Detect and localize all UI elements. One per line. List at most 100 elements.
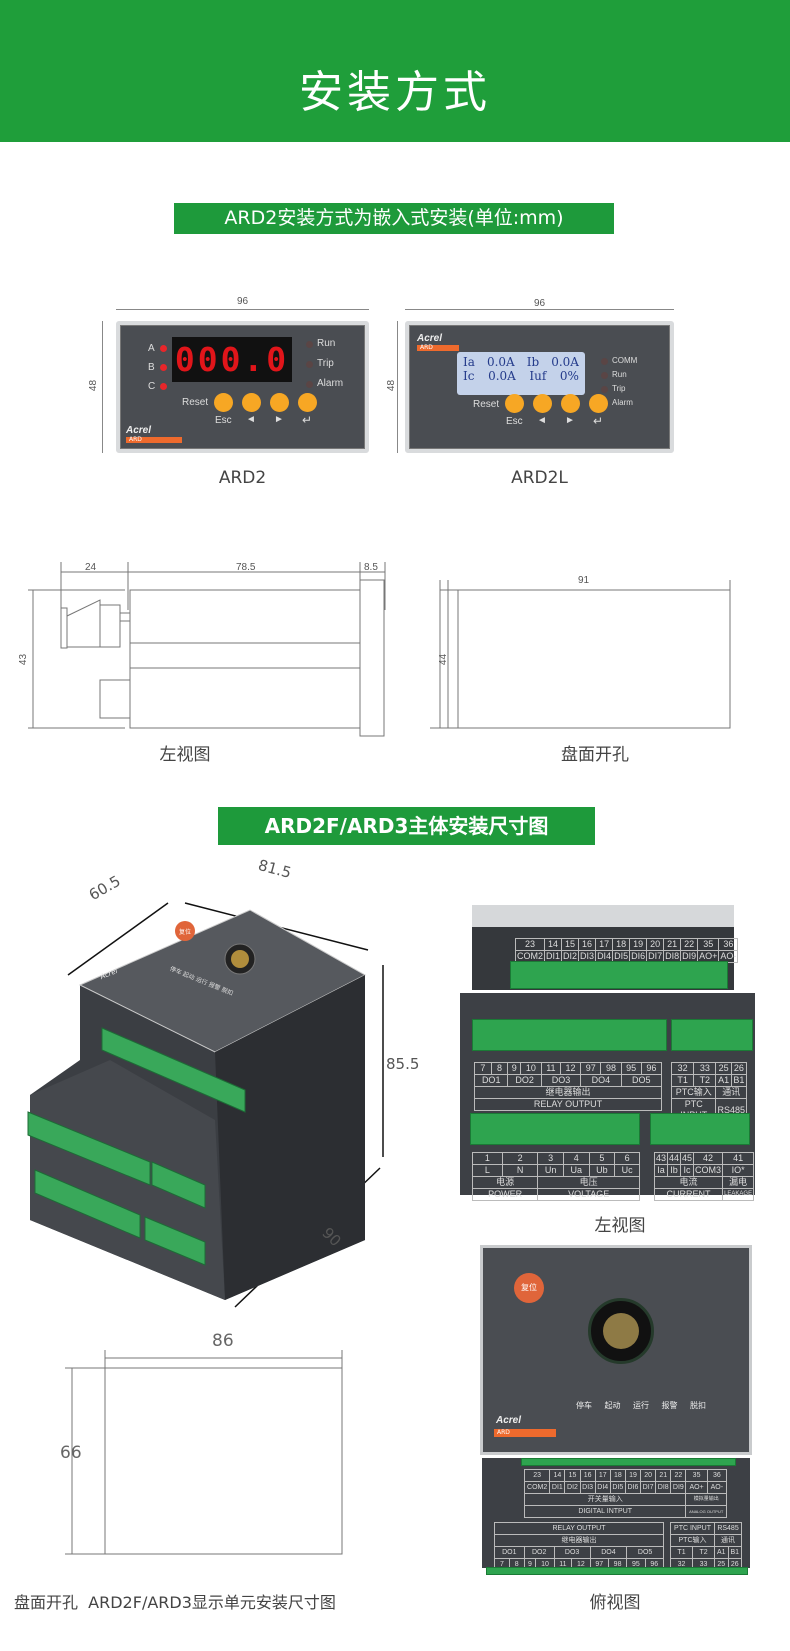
cutout-caption: 盘面开孔 [561, 745, 629, 765]
leakage-cn: 漏电 [722, 1176, 755, 1189]
terminal-cell: AO+ [685, 1481, 708, 1494]
terminal-cell: 25 [715, 1062, 732, 1075]
terminal-cell: Ic [680, 1164, 695, 1177]
side-view-drawing [28, 562, 731, 737]
iso-reset-label: 复位 [179, 929, 192, 936]
ard2l-width-dim: 96 [533, 298, 546, 309]
ao-en: ANALOG OUTPUT [685, 1505, 727, 1518]
di-en: DIGITAL INTPUT [523, 1505, 687, 1518]
terminal-cell: DI4 [594, 1481, 611, 1494]
top-view-caption: 俯视图 [589, 1593, 641, 1613]
lcd-text: 0.0A [486, 355, 515, 369]
terminal-cell: 7 [474, 1062, 492, 1075]
dim-66: 66 [60, 1443, 82, 1463]
dim-85-5: 85.5 [386, 1055, 420, 1073]
terminal-cell: 16 [578, 938, 597, 951]
terminal-cell: Ua [562, 1164, 590, 1177]
terminal-cell: 95 [620, 1062, 642, 1075]
connector-pins [603, 1313, 639, 1349]
left-button[interactable] [242, 393, 261, 412]
relay-cn: 继电器输出 [494, 1534, 664, 1547]
dimension-line [397, 321, 398, 453]
terminal-cell: 33 [693, 1062, 717, 1075]
left-button[interactable] [533, 394, 552, 413]
status-trip: Trip [317, 358, 334, 369]
reset-button[interactable]: 复位 [514, 1273, 544, 1303]
right-button[interactable] [270, 393, 289, 412]
acrel-logo: Acrel [496, 1415, 522, 1426]
right-button[interactable] [561, 394, 580, 413]
enter-button[interactable] [298, 393, 317, 412]
terminal-cell: T1 [670, 1074, 695, 1087]
terminal-block [650, 1113, 750, 1145]
acrel-logo: Acrel [126, 425, 152, 436]
status-run: Run [612, 370, 627, 379]
led-icon [306, 381, 313, 388]
terminal-cell: Ia [653, 1164, 669, 1177]
terminal-cell: 10 [520, 1062, 542, 1075]
terminal-block [486, 1567, 748, 1575]
terminal-cell: 45 [680, 1152, 695, 1165]
iso-device-illustration [27, 902, 384, 1308]
voltage-en: VOLTAGE [537, 1188, 640, 1201]
terminal-cell: 15 [564, 1469, 581, 1482]
left-view-caption: 左视图 [594, 1216, 646, 1236]
terminal-cell: DO4 [589, 1546, 628, 1559]
terminal-cell: DI7 [640, 1481, 657, 1494]
acrel-logo: Acrel [417, 333, 443, 344]
terminal-cell: COM3 [693, 1164, 724, 1177]
section-banner-ard2f: ARD2F/ARD3主体安装尺寸图 [218, 807, 595, 845]
lcd-text: Iuf [529, 369, 547, 383]
led-icon [601, 386, 608, 393]
terminal-cell: 2 [501, 1152, 539, 1165]
phase-c-label: C [148, 381, 156, 392]
terminal-cell: 17 [595, 938, 614, 951]
terminal-cell: DI3 [579, 1481, 596, 1494]
model-tag: ARD [417, 345, 459, 351]
enter-button[interactable] [589, 394, 608, 413]
terminal-block [472, 1019, 667, 1051]
terminal-cell: 19 [624, 1469, 642, 1482]
dim-44: 44 [438, 653, 450, 666]
terminal-cell: DI8 [655, 1481, 672, 1494]
power-en: POWER [471, 1188, 539, 1201]
page-title: 安装方式 [299, 67, 491, 118]
terminal-cell: 18 [612, 938, 631, 951]
terminal-cell: 43 [653, 1152, 669, 1165]
terminal-cell: DO4 [580, 1074, 622, 1087]
terminal-cell: AO- [706, 1481, 728, 1494]
terminal-cell: 44 [667, 1152, 682, 1165]
terminal-cell: 36 [706, 1469, 728, 1482]
esc-button[interactable] [214, 393, 233, 412]
led-icon [601, 358, 608, 365]
status-comm: COMM [612, 356, 638, 365]
terminal-block [470, 1113, 640, 1145]
phase-a-label: A [148, 343, 155, 354]
terminal-cell: L [472, 1164, 503, 1177]
dim-24: 24 [85, 562, 97, 573]
led-icon [160, 383, 167, 390]
led-icon [601, 372, 608, 379]
segment-display: 000.0 [172, 337, 292, 382]
terminal-cell: 22 [680, 938, 699, 951]
terminal-cell: DO1 [494, 1546, 525, 1559]
esc-button[interactable] [505, 394, 524, 413]
model-tag: ARD [494, 1429, 556, 1437]
indicator-labels: 停车 起动 运行 报警 脱扣 [576, 1400, 706, 1411]
terminal-cell: 9 [507, 1062, 522, 1075]
terminal-cell: 16 [579, 1469, 596, 1482]
terminal-cell: 32 [670, 1062, 695, 1075]
terminal-cell: DI1 [549, 1481, 566, 1494]
terminal-cell: DO3 [540, 1074, 582, 1087]
lcd-text: Ib [526, 355, 540, 369]
terminal-cell: 26 [730, 1062, 748, 1075]
terminal-cell: AO- [718, 950, 739, 963]
terminal-cell: DI6 [624, 1481, 642, 1494]
terminal-cell: A1 [715, 1074, 732, 1087]
lcd-text: 0% [559, 369, 579, 383]
terminal-cell: 19 [629, 938, 648, 951]
